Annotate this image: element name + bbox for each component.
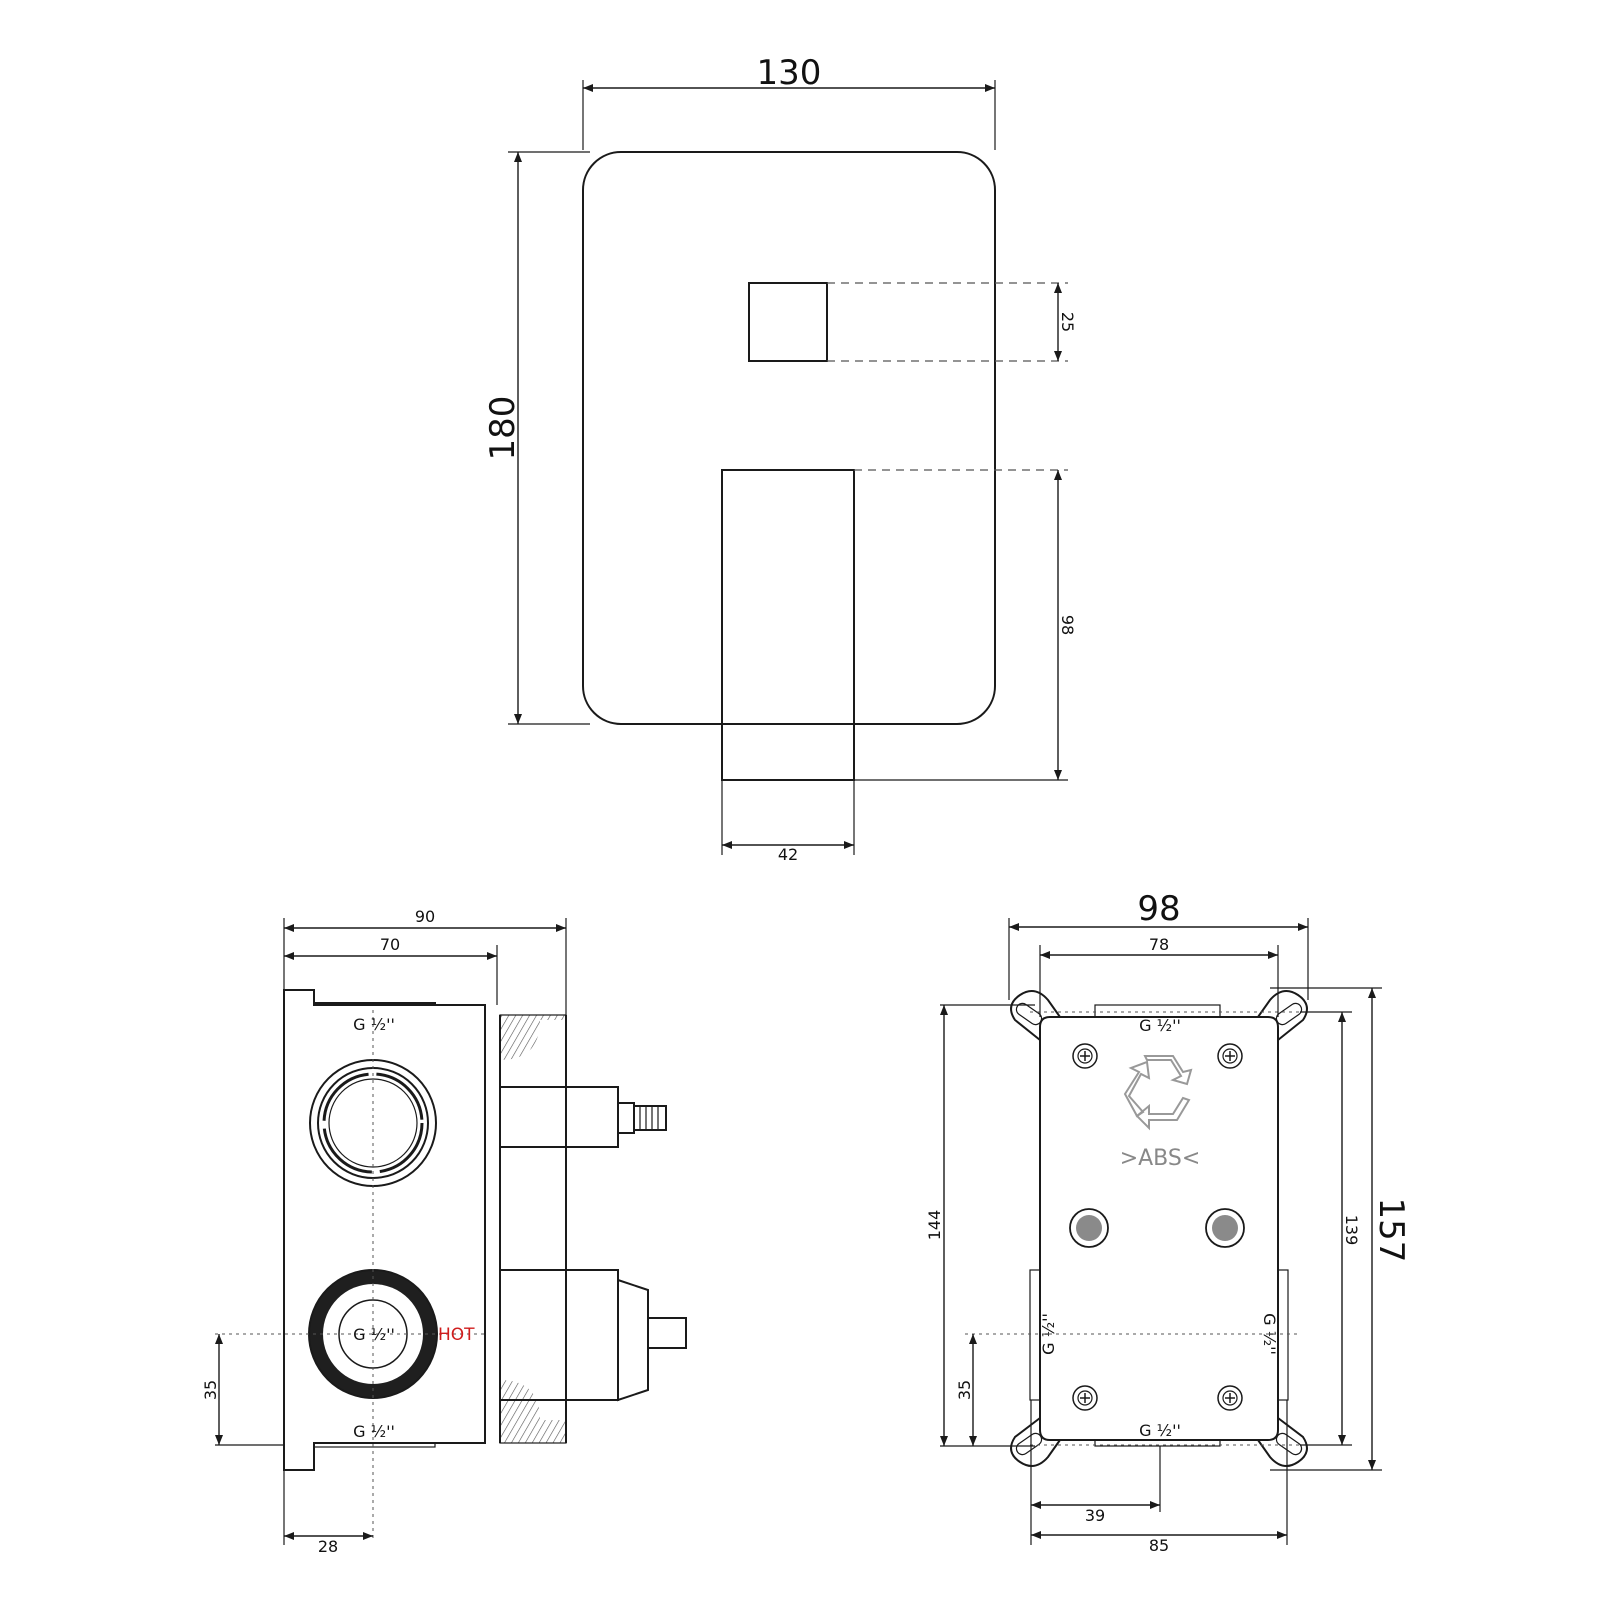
back-view: >ABS< G ½'' G ½'' G ½'' G ½'' 98 78 157 … (925, 889, 1411, 1555)
dim-knob-size: 25 (1058, 312, 1077, 332)
dim-lever-drop: 98 (1058, 615, 1077, 635)
dim-back-base-width: 85 (1149, 1536, 1169, 1555)
material-label: >ABS< (1120, 1146, 1201, 1171)
dim-depth-body: 70 (380, 935, 400, 954)
dim-side-inlet-height: 35 (201, 1380, 220, 1400)
port-top-label: G ½'' (353, 1015, 395, 1034)
corner-ears (1010, 990, 1308, 1467)
lever-handle (721, 469, 855, 781)
hot-label: HOT (438, 1325, 475, 1345)
dim-back-inlet-height: 35 (955, 1380, 974, 1400)
box-body (283, 989, 486, 1471)
dim-depth-total: 90 (415, 907, 435, 926)
dim-lever-width: 42 (778, 845, 798, 864)
back-port-bottom-label: G ½'' (1139, 1421, 1181, 1440)
back-port-right-label: G ½'' (1260, 1313, 1279, 1355)
dim-back-height-left: 144 (925, 1210, 944, 1241)
port-side-label: G ½'' (353, 1325, 395, 1344)
dim-back-center-offset: 39 (1085, 1506, 1105, 1525)
dim-back-width-outer: 98 (1137, 889, 1180, 929)
dim-back-width-inner: 78 (1149, 935, 1169, 954)
dim-back-height-inner: 139 (1342, 1215, 1361, 1246)
port-bottom-label: G ½'' (353, 1422, 395, 1441)
dim-back-height-outer: 157 (1371, 1198, 1411, 1263)
cover-plate (582, 151, 996, 725)
front-view: 130 180 25 98 42 (483, 53, 1077, 864)
back-port-left-label: G ½'' (1039, 1313, 1058, 1355)
back-port-top-label: G ½'' (1139, 1016, 1181, 1035)
dim-inlet-offset: 28 (318, 1537, 338, 1556)
recycle-icon (1123, 1055, 1193, 1131)
spline-tip (633, 1105, 667, 1131)
dim-front-height: 180 (483, 396, 523, 461)
knob-square (748, 282, 828, 362)
dim-front-width: 130 (757, 53, 822, 93)
side-view: G ½'' G ½'' G ½'' HOT 90 70 35 28 (201, 907, 687, 1556)
